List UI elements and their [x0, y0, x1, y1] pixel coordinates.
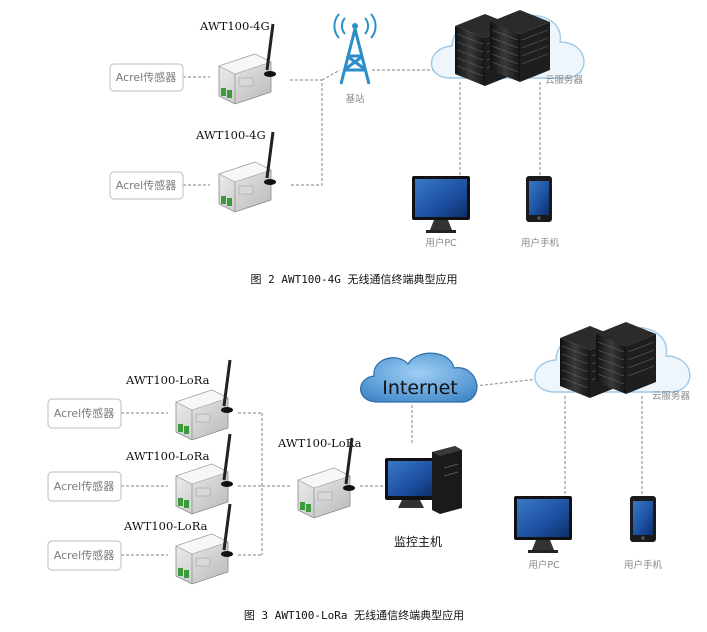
fig3-cloud-server-icon: [534, 321, 691, 399]
fig2-phone-icon: [526, 176, 552, 222]
fig2-device-1-icon: [217, 22, 278, 106]
fig3-device-3-label: AWT100-LoRa: [123, 519, 208, 533]
fig3-device-2-icon: [174, 432, 235, 516]
monitor-host-icon: [385, 446, 462, 514]
fig2-connectors: [183, 69, 541, 186]
fig3-phone-label: 用户手机: [624, 559, 663, 571]
fig2-sensor-2: Acrel传感器: [109, 171, 184, 200]
fig3-sensor-3: Acrel传感器: [47, 540, 122, 571]
fig3-device-1-label: AWT100-LoRa: [125, 373, 210, 387]
sensor-label: Acrel传感器: [116, 179, 176, 192]
fig3-sensor-2: Acrel传感器: [47, 471, 122, 502]
fig3-phone-icon: [630, 496, 656, 542]
sensor-label: Acrel传感器: [54, 480, 114, 493]
monitor-host-label: 监控主机: [394, 535, 442, 549]
sensor-label: Acrel传感器: [116, 71, 176, 84]
sensor-label: Acrel传感器: [54, 549, 114, 562]
fig2-device-2-icon: [217, 130, 278, 214]
fig3-cloud-label: 云服务器: [652, 390, 691, 402]
fig2-cloud-server-icon: [430, 9, 585, 87]
fig3-pc-icon: [514, 496, 572, 553]
fig3-sensor-1: Acrel传感器: [47, 398, 122, 429]
fig3-device-1-icon: [174, 358, 235, 442]
internet-cloud-icon: Internet: [360, 352, 478, 403]
fig3-gateway-label: AWT100-LoRa: [277, 436, 362, 450]
fig2-pc-icon: [412, 176, 470, 233]
fig2-pc-label: 用户PC: [425, 237, 457, 249]
figure-3: Acrel传感器 Acrel传感器 Acrel传感器 AWT100-LoRa A…: [47, 321, 691, 622]
fig2-cloud-label: 云服务器: [545, 74, 584, 86]
internet-label: Internet: [382, 377, 457, 399]
fig3-pc-label: 用户PC: [528, 559, 560, 571]
fig3-device-2-label: AWT100-LoRa: [125, 449, 210, 463]
sensor-label: Acrel传感器: [54, 407, 114, 420]
fig2-sensor-1: Acrel传感器: [109, 63, 184, 92]
fig2-device-2-label: AWT100-4G: [195, 128, 266, 142]
fig2-device-1-label: AWT100-4G: [199, 19, 270, 33]
base-station-icon: [333, 13, 377, 85]
fig3-connectors: [121, 377, 643, 556]
base-station-label: 基站: [345, 93, 365, 105]
fig3-gateway-icon: [296, 436, 357, 520]
fig3-device-3-icon: [174, 502, 235, 586]
fig2-caption: 图 2 AWT100-4G 无线通信终端典型应用: [250, 272, 457, 286]
fig3-caption: 图 3 AWT100-LoRa 无线通信终端典型应用: [244, 608, 464, 622]
figure-2: Acrel传感器 Acrel传感器 AWT100-4G AWT100-4G: [109, 9, 585, 286]
fig2-phone-label: 用户手机: [521, 237, 560, 249]
